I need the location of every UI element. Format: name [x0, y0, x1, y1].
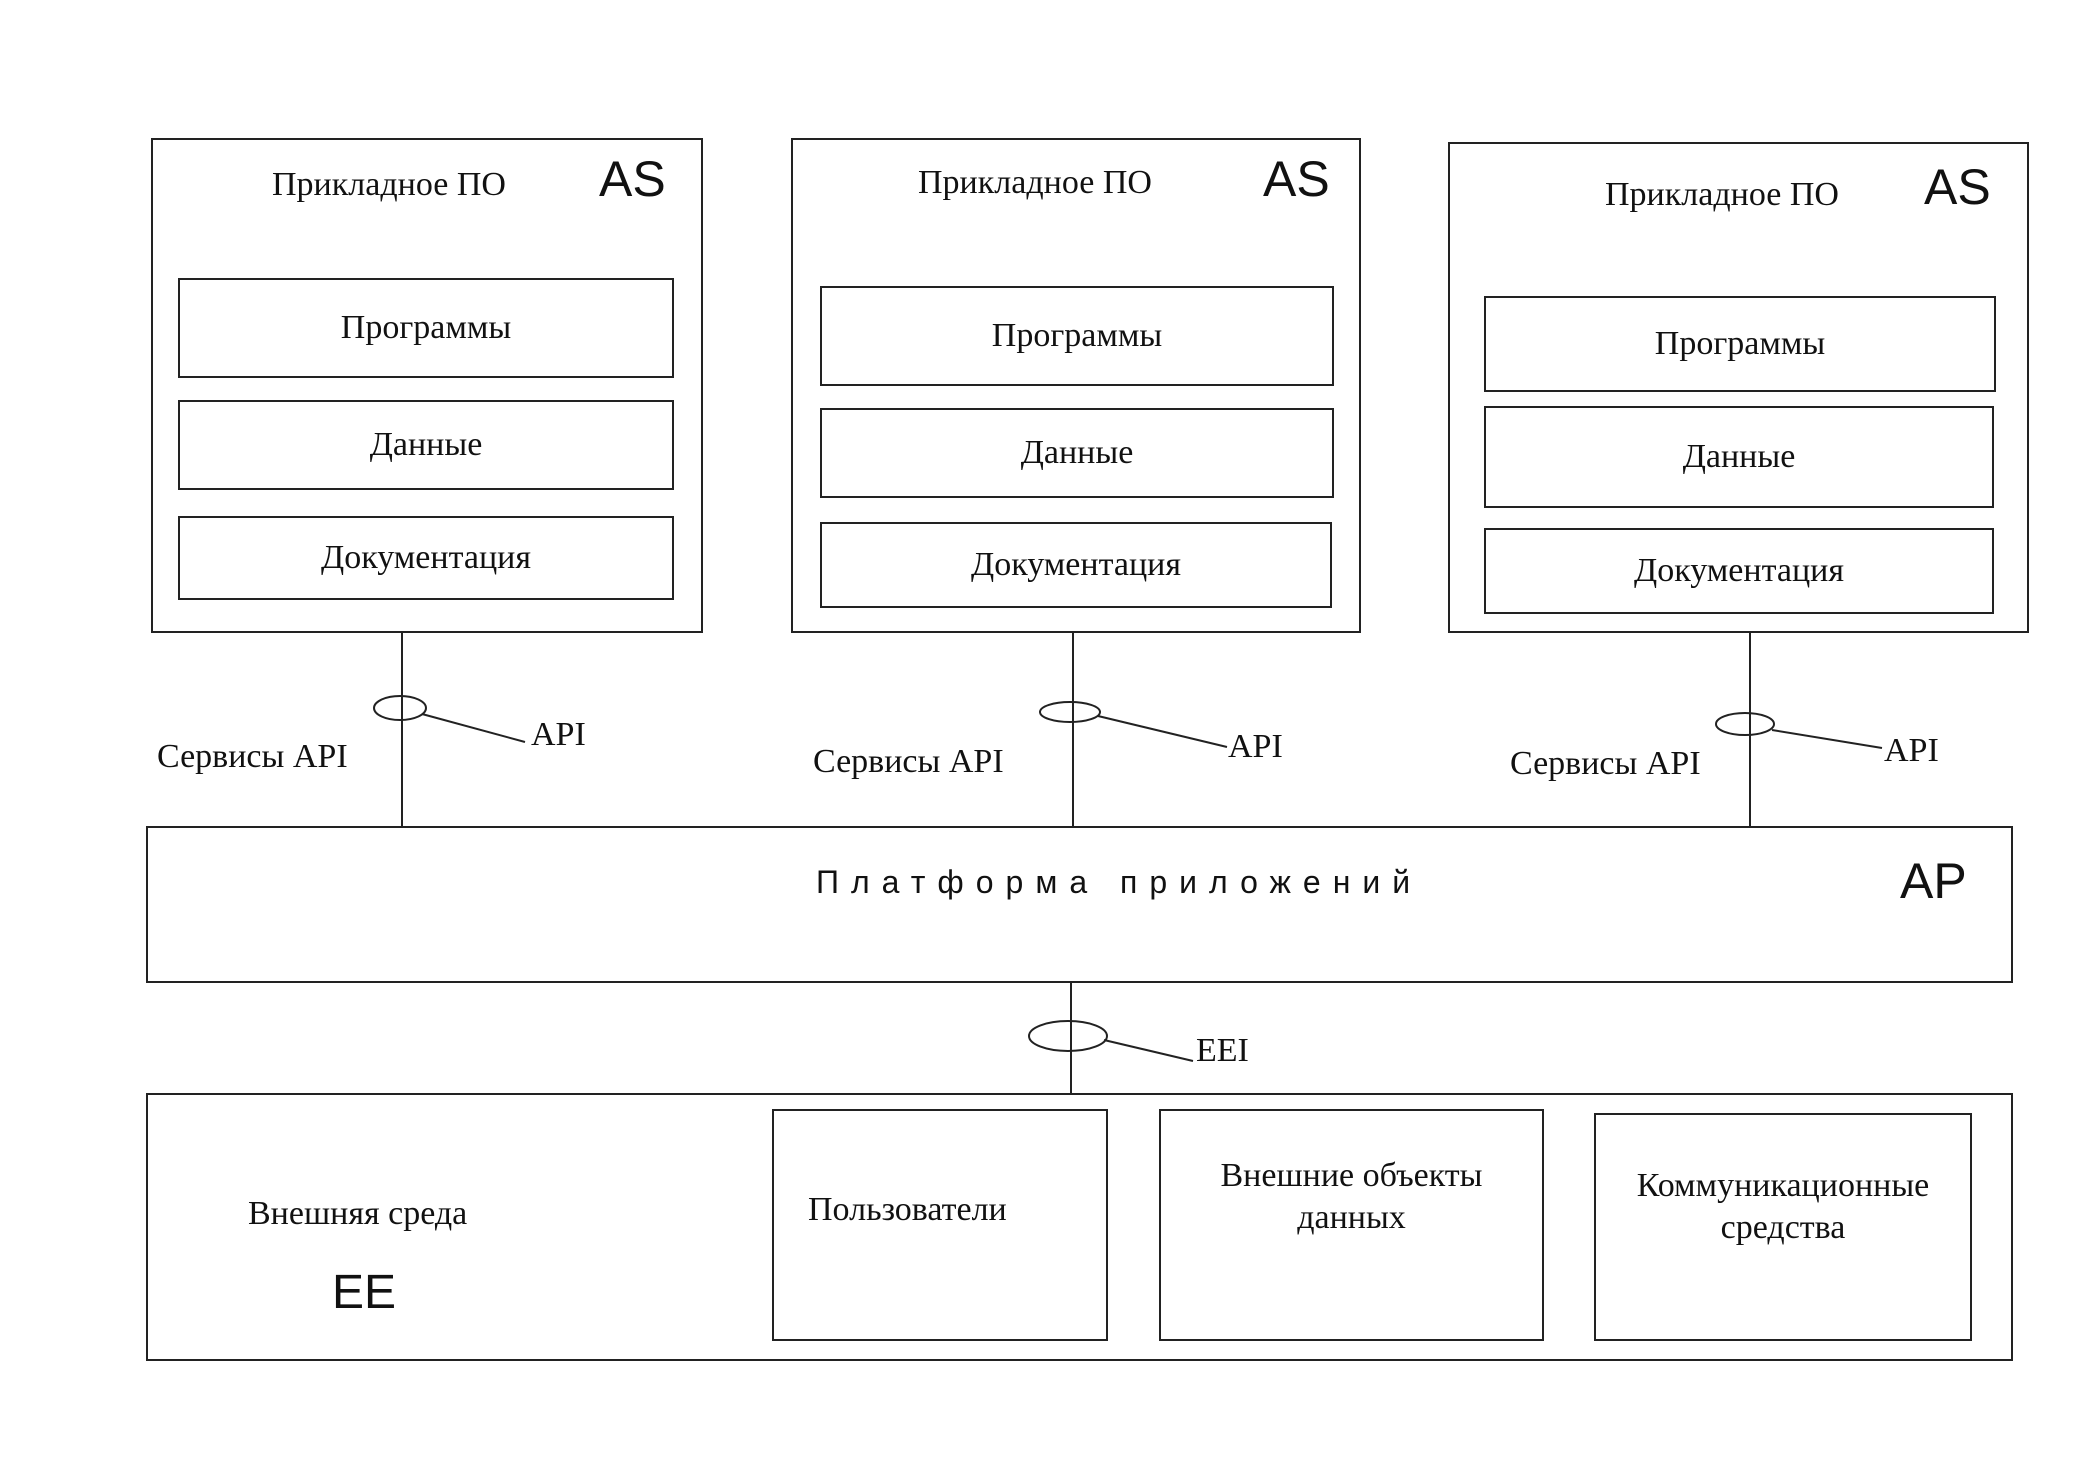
as2-api-leader	[1097, 715, 1228, 748]
api-services-label: Сервисы API	[813, 743, 1004, 780]
api-services-label: Сервисы API	[1510, 745, 1701, 782]
as-block-1: Прикладное ПО AS Программы Данные Докуме…	[151, 138, 703, 633]
eei-leader	[1103, 1039, 1194, 1062]
api-label: API	[531, 716, 586, 753]
as2-api-port	[1039, 701, 1101, 723]
as-item-docs: Документация	[1484, 528, 1994, 614]
as3-api-port	[1715, 712, 1775, 736]
eei-port	[1028, 1020, 1108, 1052]
as1-api-leader	[421, 713, 526, 743]
as-item-programs: Программы	[1484, 296, 1996, 392]
as-item-docs: Документация	[178, 516, 674, 600]
application-platform: Платформа приложений AP	[146, 826, 2013, 983]
as-item-programs: Программы	[820, 286, 1334, 386]
as-tag: AS	[599, 151, 666, 207]
api-services-label: Сервисы API	[157, 738, 348, 775]
environment-tag: EE	[332, 1266, 397, 1319]
as-block-3: Прикладное ПО AS Программы Данные Докуме…	[1448, 142, 2029, 633]
env-item-users: Пользователи	[772, 1109, 1108, 1341]
env-item-external-data: Внешние объекты данных	[1159, 1109, 1544, 1341]
as1-api-port	[373, 695, 427, 721]
platform-tag: AP	[1900, 853, 1967, 909]
api-label: API	[1884, 732, 1939, 769]
env-item-communications: Коммуникационные средства	[1594, 1113, 1972, 1341]
as-item-docs: Документация	[820, 522, 1332, 608]
as-title: Прикладное ПО	[272, 166, 506, 203]
as-item-data: Данные	[1484, 406, 1994, 508]
as-item-programs: Программы	[178, 278, 674, 378]
env-item-communications-label: Коммуникационные средства	[1636, 1167, 1930, 1246]
env-item-external-data-label: Внешние объекты данных	[1220, 1157, 1483, 1236]
as-tag: AS	[1263, 151, 1330, 207]
env-item-users-label: Пользователи	[808, 1191, 1007, 1228]
as-block-2: Прикладное ПО AS Программы Данные Докуме…	[791, 138, 1361, 633]
as-item-data: Данные	[820, 408, 1334, 498]
as-tag: AS	[1924, 159, 1991, 215]
external-environment: Внешняя среда EE Пользователи Внешние об…	[146, 1093, 2013, 1361]
as-title: Прикладное ПО	[918, 164, 1152, 201]
environment-title: Внешняя среда	[248, 1195, 468, 1232]
api-label: API	[1228, 728, 1283, 765]
as-title: Прикладное ПО	[1605, 176, 1839, 213]
platform-title: Платформа приложений	[816, 864, 1423, 900]
as-item-data: Данные	[178, 400, 674, 490]
as3-api-leader	[1771, 729, 1883, 749]
eei-label: EEI	[1196, 1032, 1249, 1069]
